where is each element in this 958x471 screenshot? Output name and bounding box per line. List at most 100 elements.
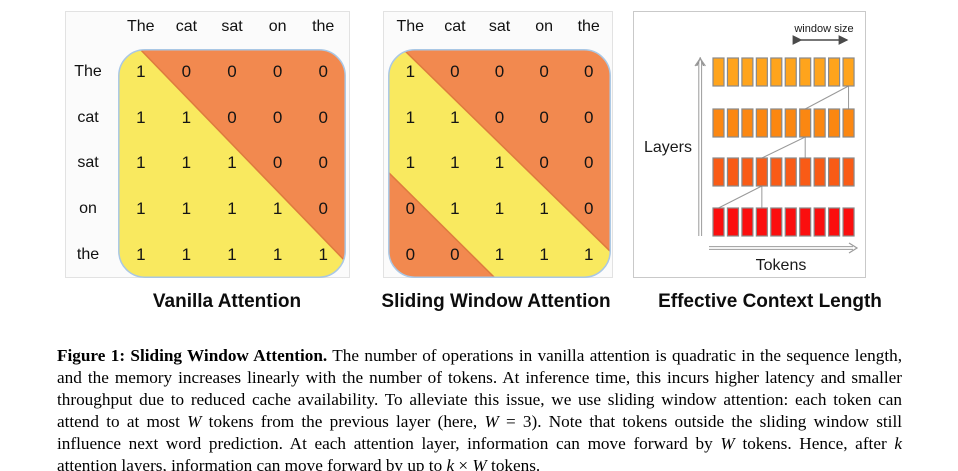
matrix-cell: 1	[494, 245, 505, 265]
matrix-cell: 0	[181, 61, 192, 81]
token-bar	[784, 57, 797, 87]
token-bar	[828, 108, 841, 138]
matrix-cell: 1	[181, 153, 192, 173]
row-label-token: on	[79, 200, 97, 218]
matrix-cell: 1	[136, 61, 146, 81]
token-bar	[799, 57, 812, 87]
matrix-cell: 1	[227, 153, 237, 173]
matrix-cell: 1	[494, 199, 505, 219]
column-header-token: on	[535, 18, 553, 35]
matrix-cell: 1	[227, 245, 237, 265]
matrix-cell: 1	[136, 107, 146, 127]
caption-segment: W	[472, 456, 487, 471]
row-label-token: cat	[77, 108, 99, 126]
matrix-cell: 1	[181, 107, 192, 127]
token-bar	[755, 108, 768, 138]
matrix-cell: 0	[405, 199, 416, 219]
token-bar	[755, 207, 768, 237]
matrix-cell: 0	[405, 245, 416, 265]
matrix-cell: 0	[272, 61, 283, 81]
token-bar	[799, 157, 812, 187]
matrix-cell: 1	[450, 199, 460, 219]
tokens-arrow-tip	[848, 242, 859, 254]
layers-arrow-tip	[694, 57, 706, 67]
column-header-token: the	[312, 18, 335, 35]
token-bar	[828, 157, 841, 187]
matrix-cell: 0	[539, 61, 549, 81]
token-bar	[842, 108, 855, 138]
caption-segment: W	[484, 412, 499, 432]
token-bar	[726, 57, 740, 87]
matrix-cell: 0	[272, 153, 283, 173]
matrix-cell: 0	[318, 61, 328, 81]
caption-segment: k	[894, 434, 902, 454]
information-flow-lines	[718, 85, 850, 209]
matrix-cell: 0	[450, 61, 460, 81]
matrix-cell: 0	[583, 107, 594, 127]
token-bar	[741, 157, 754, 187]
vanilla-mask-background	[118, 49, 346, 278]
window-size-label: window size	[793, 23, 853, 35]
effective-context-diagram: window size Layers Tokens	[644, 23, 859, 274]
token-bar	[741, 57, 754, 87]
matrix-cell: 0	[583, 61, 594, 81]
row-label-token: the	[76, 246, 100, 264]
matrix-cell: 1	[136, 199, 146, 219]
row-label-token: sat	[77, 154, 99, 172]
matrix-cell: 1	[405, 61, 416, 81]
matrix-cell: 0	[539, 107, 549, 127]
caption-segment: The number of operations in vanilla atte…	[57, 346, 902, 432]
masked-region	[136, 49, 346, 266]
vanilla-row-labels: The cat sat on the	[66, 49, 110, 278]
token-bar	[712, 108, 725, 138]
window-shift-diagonal	[804, 85, 849, 110]
sliding-window-attention-title: Sliding Window Attention	[381, 291, 611, 312]
sliding-mask-background	[388, 49, 611, 278]
vanilla-attention-title: Vanilla Attention	[152, 291, 302, 312]
row-label-token: The	[74, 62, 102, 80]
caption-segment: attention layers, information can move f…	[57, 456, 447, 471]
token-bar-rows	[712, 57, 855, 237]
token-bar	[712, 157, 725, 187]
token-bar	[755, 57, 768, 87]
token-bar	[784, 108, 797, 138]
matrix-cell: 1	[272, 199, 283, 219]
masked-lower-region	[388, 168, 499, 278]
effective-context-length-title: Effective Context Length	[658, 291, 882, 312]
caption-segment: W	[187, 412, 202, 432]
masked-upper-region	[399, 49, 611, 256]
matrix-cell: 1	[405, 153, 416, 173]
token-bar	[741, 207, 754, 237]
column-header-token: sat	[221, 18, 243, 35]
token-bar	[770, 108, 783, 138]
matrix-cell: 1	[181, 199, 192, 219]
token-bar	[770, 57, 783, 87]
column-header-token: The	[127, 18, 155, 35]
matrix-outline	[388, 49, 611, 278]
matrix-cell: 1	[181, 245, 192, 265]
token-bar	[726, 157, 740, 187]
matrix-cell: 0	[583, 153, 594, 173]
matrix-cell: 0	[272, 107, 283, 127]
window-shift-diagonal	[718, 185, 763, 209]
matrix-cell: 0	[539, 153, 549, 173]
matrix-cell: 0	[318, 153, 328, 173]
token-bar	[828, 57, 841, 87]
caption-segment: ×	[454, 456, 473, 471]
token-bar	[784, 207, 797, 237]
token-bar	[799, 108, 812, 138]
matrix-cell: 0	[318, 107, 328, 127]
matrix-cell: 0	[494, 107, 505, 127]
matrix-cell: 1	[583, 245, 594, 265]
matrix-cell: 0	[494, 61, 505, 81]
token-bar	[799, 207, 812, 237]
matrix-cell: 1	[405, 107, 416, 127]
matrix-cell: 1	[450, 153, 460, 173]
token-bar	[842, 207, 855, 237]
matrix-cell: 1	[539, 199, 549, 219]
